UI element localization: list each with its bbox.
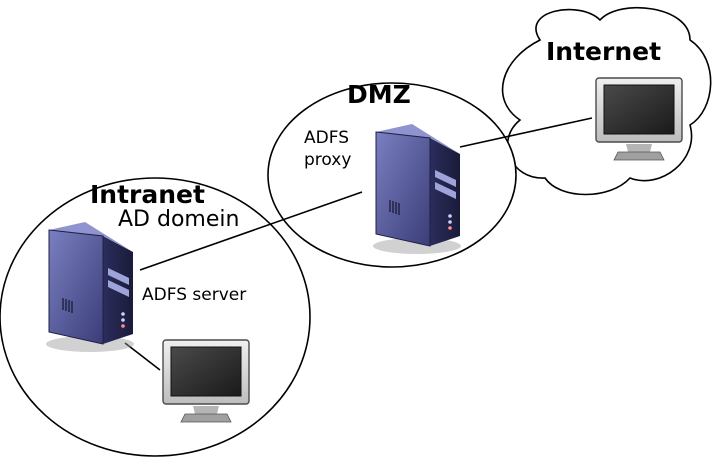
link-intranet-client-server [124,342,161,371]
adfs-proxy-label-line2: proxy [304,150,351,170]
link-server-proxy [139,191,363,271]
intranet-title: Intranet [90,180,205,209]
dmz-title: DMZ [347,80,411,109]
link-proxy-internet [459,117,593,148]
adfs-server-label: ADFS server [142,285,246,305]
adfs-proxy-label-line1: ADFS [304,128,349,148]
intranet-subtitle: AD domein [118,207,239,232]
internet-title: Internet [546,37,661,66]
